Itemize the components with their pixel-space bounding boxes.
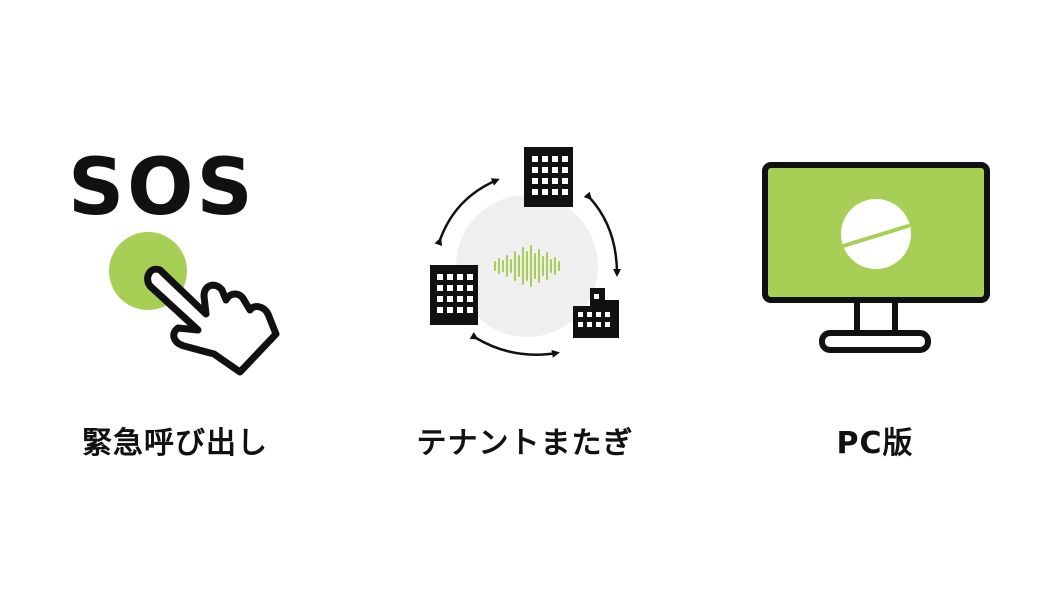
feature-emergency-call: SOS 緊急呼び出し: [0, 0, 350, 600]
building-top-icon: [524, 147, 573, 207]
sos-icon-text: SOS: [68, 143, 256, 233]
building-left-icon: [430, 265, 478, 325]
multi-tenant-voice-icon: [430, 147, 621, 358]
sos-tap-icon: SOS: [68, 143, 280, 376]
feature-label-emergency: 緊急呼び出し: [82, 426, 268, 461]
feature-cross-tenant: テナントまたぎ: [350, 0, 700, 600]
feature-pc-version: PC版: [700, 0, 1050, 600]
soundwave-icon: [494, 245, 560, 287]
pointing-hand-icon: [144, 265, 280, 376]
building-right-icon: [573, 288, 619, 338]
desktop-monitor-icon: [762, 162, 990, 353]
cycle-arrows-icon: [434, 178, 621, 358]
feature-label-pc: PC版: [836, 426, 914, 461]
app-logo-icon: [841, 199, 911, 269]
monitor-base: [819, 330, 931, 353]
feature-label-cross-tenant: テナントまたぎ: [416, 426, 634, 461]
